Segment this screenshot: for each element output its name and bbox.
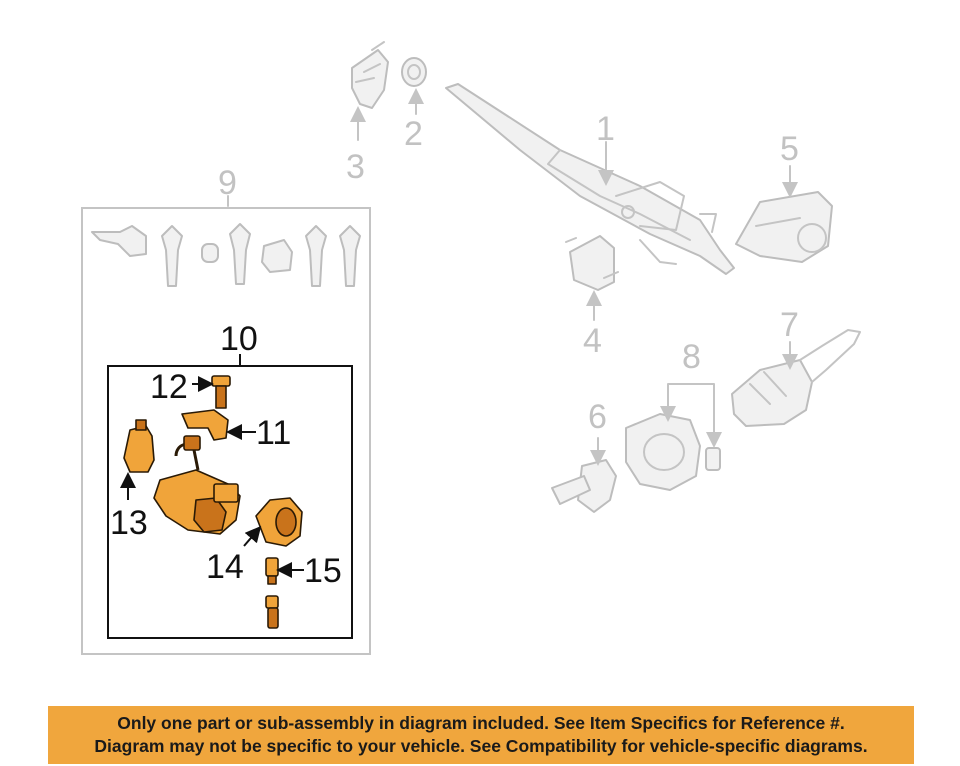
part-15-pin <box>265 557 304 629</box>
disclaimer-line-1: Only one part or sub-assembly in diagram… <box>117 713 845 733</box>
part-3-universal-joint <box>350 41 389 141</box>
part-7-combination-switch <box>731 329 861 427</box>
lock-housing-assembly <box>153 435 241 535</box>
callout-10: 10 <box>220 320 258 358</box>
callout-5: 5 <box>780 130 799 168</box>
part-10-assembly-box <box>107 365 353 639</box>
callout-12: 12 <box>150 368 188 406</box>
parts-diagram: 3 2 1 5 4 <box>81 41 861 655</box>
callout-8: 8 <box>682 338 701 376</box>
part-2-seal <box>401 57 427 115</box>
callout-1: 1 <box>596 110 615 148</box>
part-9-key-set-box <box>81 195 371 655</box>
callout-4: 4 <box>583 322 602 360</box>
part-5-column-shroud <box>735 165 833 263</box>
disclaimer-line-2: Diagram may not be specific to your vehi… <box>94 736 868 756</box>
part-14-lock-ring <box>243 497 303 547</box>
disclaimer-banner: Only one part or sub-assembly in diagram… <box>48 706 914 764</box>
part-13-switch <box>120 419 155 500</box>
part-12-bolt <box>192 375 231 409</box>
callout-3: 3 <box>346 148 365 186</box>
callout-2: 2 <box>404 115 423 153</box>
part-1-steering-column <box>445 83 735 275</box>
callout-9: 9 <box>218 164 237 202</box>
part-4-bracket <box>565 235 619 321</box>
callout-15: 15 <box>304 552 342 590</box>
part-11-clamp <box>181 409 256 441</box>
callout-7: 7 <box>780 306 799 344</box>
part-6-switch <box>551 437 617 513</box>
callout-14: 14 <box>206 548 244 586</box>
callout-13: 13 <box>110 504 148 542</box>
callout-11: 11 <box>256 414 291 452</box>
callout-6: 6 <box>588 398 607 436</box>
part-8-clock-spring <box>625 383 722 491</box>
